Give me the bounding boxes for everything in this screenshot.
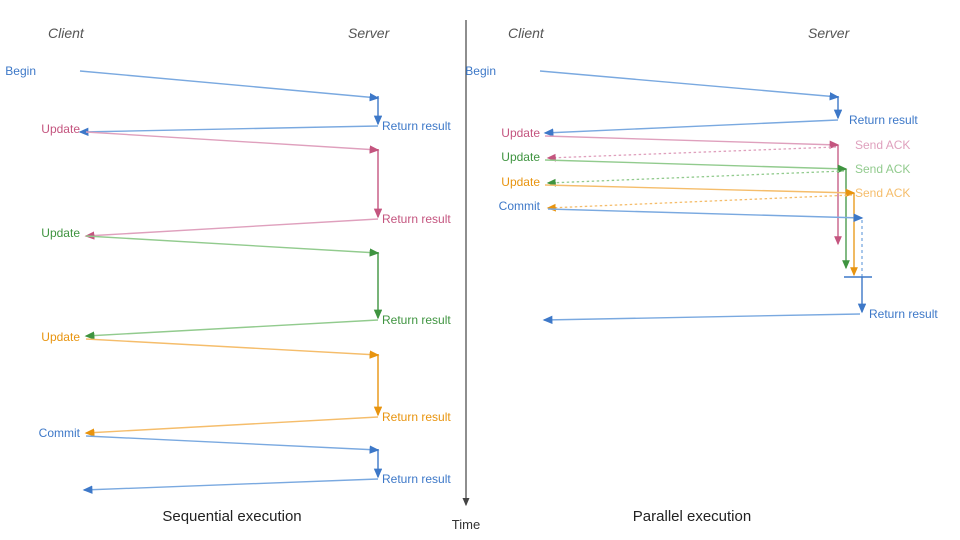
message-label: Send ACK xyxy=(855,138,910,152)
message-label: Send ACK xyxy=(855,162,910,176)
message-label: Begin xyxy=(465,64,496,78)
lane-title-client: Client xyxy=(48,25,85,41)
message-begin: Begin xyxy=(5,64,380,102)
lane-title-server: Server xyxy=(808,25,851,41)
message-commit: Commit Return result xyxy=(499,199,938,325)
message-label: Return result xyxy=(382,212,451,226)
message-label: Return result xyxy=(869,307,938,321)
message-label: Update xyxy=(41,122,80,136)
message-label: Commit xyxy=(39,426,81,440)
message-label: Update xyxy=(501,175,540,189)
message-label: Return result xyxy=(382,472,451,486)
message-commit: Commit Return result xyxy=(39,426,451,494)
message-update-1: Update Send ACK xyxy=(501,126,910,246)
message-label: Return result xyxy=(382,313,451,327)
message-label: Commit xyxy=(499,199,541,213)
message-label: Update xyxy=(41,226,80,240)
message-label: Update xyxy=(41,330,80,344)
activation-begin: Return result xyxy=(78,96,451,137)
message-update-3: Update Return result xyxy=(41,330,451,437)
message-label: Return result xyxy=(849,113,918,127)
panel-caption-parallel: Parallel execution xyxy=(633,508,751,525)
message-label: Begin xyxy=(5,64,36,78)
message-label: Update xyxy=(501,126,540,140)
lane-title-client: Client xyxy=(508,25,545,41)
panel-sequential: Client Server Begin Return result Update… xyxy=(5,25,451,525)
message-label: Update xyxy=(501,150,540,164)
message-label: Return result xyxy=(382,119,451,133)
message-label: Return result xyxy=(382,410,451,424)
message-begin: Begin Return result xyxy=(465,64,918,137)
panel-caption-sequential: Sequential execution xyxy=(162,508,301,525)
panel-parallel: Client Server Begin Return result Update… xyxy=(465,25,938,525)
message-update-2: Update Return result xyxy=(41,226,451,340)
lane-title-server: Server xyxy=(348,25,391,41)
message-update-2: Update Send ACK xyxy=(501,150,910,270)
message-label: Send ACK xyxy=(855,186,910,200)
message-update-3: Update Send ACK xyxy=(501,175,910,277)
message-update-1: Update Return result xyxy=(41,122,451,240)
time-axis: Time xyxy=(452,20,480,532)
time-axis-label: Time xyxy=(452,517,480,532)
